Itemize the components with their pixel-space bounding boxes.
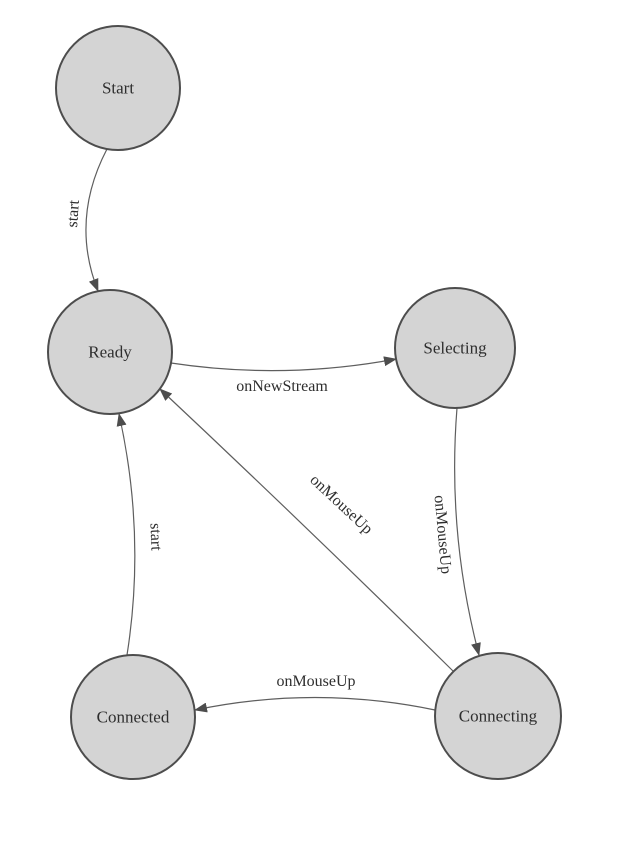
transition-label-start-ready: start: [64, 199, 83, 228]
transition-edge-connecting-connected: [194, 696, 436, 713]
transition-edge-connecting-ready: [159, 388, 454, 672]
state-node-connecting: Connecting: [434, 652, 562, 780]
transition-edge-ready-selecting: [170, 356, 397, 372]
transition-label-connected-ready: start: [147, 523, 165, 552]
state-circle-connected: [70, 654, 196, 780]
state-label-start: Start: [102, 79, 134, 98]
transition-label-selecting-connecting: onMouseUp: [431, 494, 455, 574]
state-label-connecting: Connecting: [459, 707, 538, 726]
state-node-selecting: Selecting: [394, 287, 516, 409]
state-node-start: Start: [55, 25, 181, 151]
state-label-connected: Connected: [97, 708, 170, 727]
state-circle-start: [55, 25, 181, 151]
transition-edge-connected-ready: [116, 413, 136, 656]
transition-label-connecting-connected: onMouseUp: [276, 673, 355, 690]
state-label-selecting: Selecting: [423, 339, 487, 358]
state-node-ready: Ready: [47, 289, 173, 415]
state-circle-ready: [47, 289, 173, 415]
transition-label-ready-selecting: onNewStream: [236, 378, 328, 395]
transition-edge-start-ready: [85, 148, 108, 292]
state-label-ready: Ready: [88, 343, 132, 362]
transition-label-connecting-ready: onMouseUp: [306, 472, 375, 538]
state-circle-connecting: [434, 652, 562, 780]
state-node-connected: Connected: [70, 654, 196, 780]
transition-edge-selecting-connecting: [454, 407, 481, 656]
state-circle-selecting: [394, 287, 516, 409]
